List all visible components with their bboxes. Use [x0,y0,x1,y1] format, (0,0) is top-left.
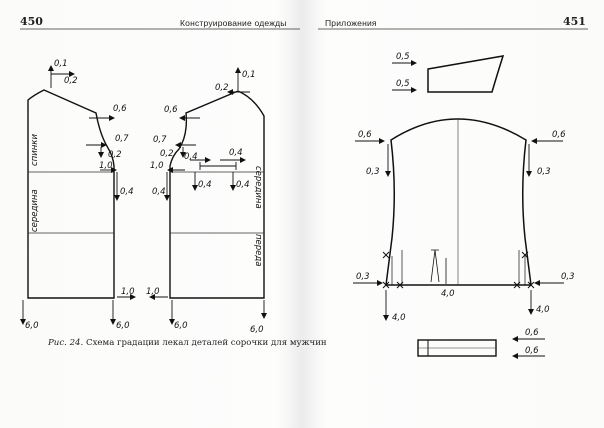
sleeve-bottom-width: 4,0 [441,289,455,299]
back-armhole-low: 0,2 [108,150,122,160]
front-bottom-right: 6,0 [250,325,264,335]
front-dart-b: 0,4 [229,148,243,158]
sleeve-outline [385,118,532,286]
front-armhole-side: 0,7 [153,135,167,145]
back-bottom: 6,0 [25,321,39,331]
back-panel: спинки середина 0,1 0,2 0,6 0,7 0,2 1,0 … [20,59,136,331]
front-bottom: 6,0 [174,321,188,331]
front-shoulder: 0,6 [164,105,178,115]
front-panel-outline [169,90,265,299]
cuff-top: 0,6 [525,328,539,338]
front-dart-c: 0,4 [198,180,212,190]
right-page-number: 451 [563,15,586,28]
front-side-down: 0,4 [152,187,166,197]
front-top-up: 0,1 [242,70,256,80]
sleeve-side-right: 0,3 [537,167,551,177]
caption-text: Схема градации лекал деталей сорочки для… [86,338,327,348]
yoke-piece: 0,5 0,5 [392,52,505,93]
sleeve-bottom-right-down: 4,0 [536,305,550,315]
front-label-seredina: середина [253,166,263,209]
sleeve-side-left: 0,3 [366,167,380,177]
front-panel: середина переда 0,1 [146,67,267,335]
front-dart-d: 0,4 [236,180,250,190]
sleeve-cap-right: 0,6 [552,130,566,140]
sleeve-piece: 0,6 0,6 0,3 0,3 0,3 0,3 4,0 4,0 4,0 [353,118,575,323]
back-label-seredina: середина [30,189,40,232]
sleeve-cap-left: 0,6 [358,130,372,140]
back-top-up: 0,1 [54,59,68,69]
cuff-piece: 0,6 0,6 [417,328,545,359]
back-bottom-right: 6,0 [116,321,130,331]
front-hem-side: 1,0 [146,287,160,297]
front-label-pereda: переда [253,234,263,267]
front-dart-a: 0,4 [184,152,198,162]
back-side-down: 0,4 [120,187,134,197]
sleeve-cuff-left: 0,3 [356,272,370,282]
figure-caption: Рис. 24. Схема градации лекал деталей со… [48,338,327,348]
cuff-bottom: 0,6 [525,346,539,356]
back-label-stinki: спинки [30,134,40,166]
left-running-head: Конструирование одежды [180,18,287,28]
back-top-side: 0,2 [64,76,78,86]
yoke-bottom: 0,5 [396,79,410,89]
back-armhole-side: 0,7 [115,134,129,144]
sleeve-cross-marks [382,251,535,289]
sleeve-cuff-right: 0,3 [561,272,575,282]
yoke-top: 0,5 [396,52,410,62]
front-side-left: 1,0 [150,161,164,171]
caption-prefix: Рис. 24. [48,338,84,348]
sleeve-bottom-left-down: 4,0 [392,313,406,323]
back-shoulder: 0,6 [113,104,127,114]
back-side-left: 1,0 [99,161,113,171]
right-running-head: Приложения [325,18,377,28]
sleeve-placket-mark [430,249,440,283]
front-armhole-low: 0,2 [160,149,174,159]
left-page-number: 450 [20,15,43,28]
back-hem-side: 1,0 [121,287,135,297]
yoke-outline [427,55,505,93]
front-top-side: 0,2 [215,83,229,93]
back-panel-outline [27,89,115,299]
